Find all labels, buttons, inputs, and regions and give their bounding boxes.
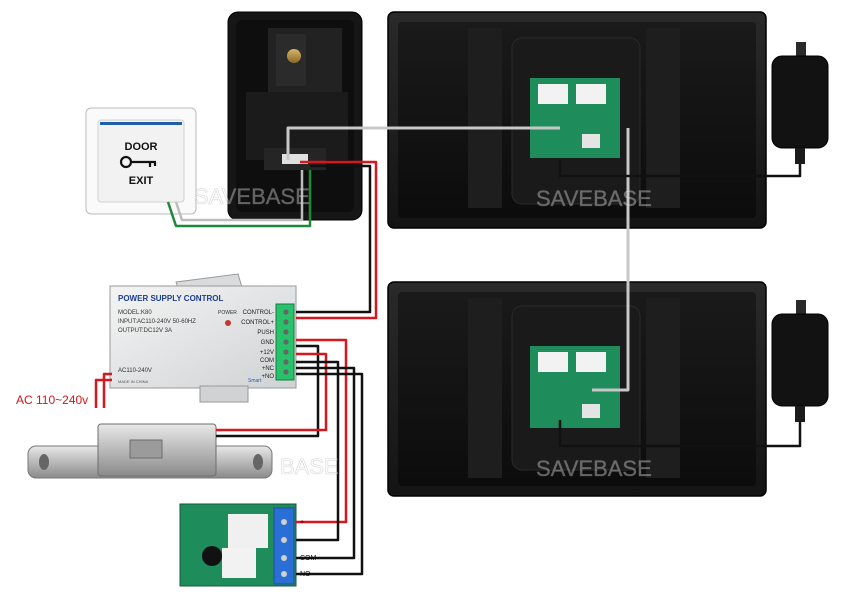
power-adapter-lower bbox=[771, 300, 829, 422]
wire-psu-to-lock-red bbox=[216, 352, 328, 432]
wire-ac-input-red bbox=[94, 378, 112, 408]
psu-terminal-label: CONTROL- bbox=[243, 310, 274, 316]
psu-terminal-label: +NC bbox=[262, 366, 275, 372]
wires bbox=[94, 126, 802, 576]
indoor-monitor-upper bbox=[387, 11, 767, 229]
wire-psu-to-lock-black bbox=[216, 344, 320, 438]
terminal-block-icon bbox=[273, 507, 295, 585]
relay-module bbox=[179, 503, 297, 587]
psu-terminal-label: COM bbox=[260, 358, 274, 364]
key-icon bbox=[119, 155, 157, 169]
psu-power-label: POWER bbox=[218, 310, 237, 316]
watermark: SAVEBASE bbox=[536, 186, 652, 211]
psu-spec-line-3: OUTPUT:DC12V 3A bbox=[118, 328, 172, 334]
outdoor-camera-panel bbox=[227, 11, 363, 221]
wire-ac-input-red-2 bbox=[102, 372, 112, 408]
wire-monitor-to-monitor bbox=[592, 128, 630, 392]
door-exit-label-door: DOOR bbox=[125, 141, 158, 153]
camera-lens-icon bbox=[287, 49, 301, 63]
wire-camera-to-monitor bbox=[286, 126, 560, 160]
wire-psu-to-relay-black3 bbox=[296, 372, 364, 576]
relay-terminal-label: + bbox=[300, 519, 304, 526]
wire-upper-monitor-to-adapter bbox=[558, 160, 802, 178]
labels: DOOR EXIT POWER SUPPLY CONTROL POWER MOD… bbox=[16, 141, 652, 578]
electric-strike-lock bbox=[27, 423, 273, 479]
psu-made-in: MADE IN CHINA bbox=[118, 379, 149, 384]
door-exit-label-exit: EXIT bbox=[129, 175, 154, 187]
psu-terminal-label: PUSH bbox=[257, 330, 274, 336]
power-indicator-led bbox=[225, 320, 231, 326]
power-adapter-upper bbox=[771, 42, 829, 164]
psu-terminal-label: +12V bbox=[260, 350, 274, 356]
psu-terminal-label: GND bbox=[261, 340, 275, 346]
indoor-monitor-lower bbox=[387, 281, 767, 497]
wire-psu-to-relay-black1 bbox=[296, 360, 340, 542]
power-supply-box bbox=[109, 273, 297, 403]
wire-camera-to-psu-red bbox=[296, 160, 378, 320]
psu-title: POWER SUPPLY CONTROL bbox=[118, 294, 223, 303]
power-adapter-icon bbox=[771, 55, 829, 149]
power-adapter-icon bbox=[771, 313, 829, 407]
psu-terminal-label: +NO bbox=[261, 374, 274, 380]
psu-terminal-label: CONTROL+ bbox=[241, 320, 274, 326]
relay-terminal-label: NO bbox=[300, 571, 311, 578]
wire-exit-to-camera-green bbox=[166, 170, 312, 228]
wire-psu-to-relay-black2 bbox=[296, 366, 356, 560]
wire-camera-to-psu-black bbox=[296, 164, 372, 314]
psu-input-label: AC110-240V bbox=[118, 368, 152, 374]
wire-psu-to-relay-red bbox=[296, 338, 348, 524]
watermark: SAVEBASE bbox=[194, 184, 310, 209]
relay-terminal-label: COM bbox=[300, 555, 317, 562]
psu-brand: Smart bbox=[248, 378, 262, 384]
relay-terminal-label: - bbox=[300, 537, 303, 544]
psu-spec-line-2: INPUT:AC110-240V 50-60HZ bbox=[118, 319, 196, 325]
ac-input-label: AC 110~240v bbox=[16, 393, 88, 407]
watermark: SAVEBASE bbox=[536, 456, 652, 481]
watermark-partial: BASE bbox=[280, 454, 339, 479]
psu-spec-line-1: MODEL:K80 bbox=[118, 310, 152, 316]
wire-lower-monitor-to-adapter bbox=[558, 420, 802, 448]
wire-exit-to-camera-gray bbox=[174, 170, 304, 222]
